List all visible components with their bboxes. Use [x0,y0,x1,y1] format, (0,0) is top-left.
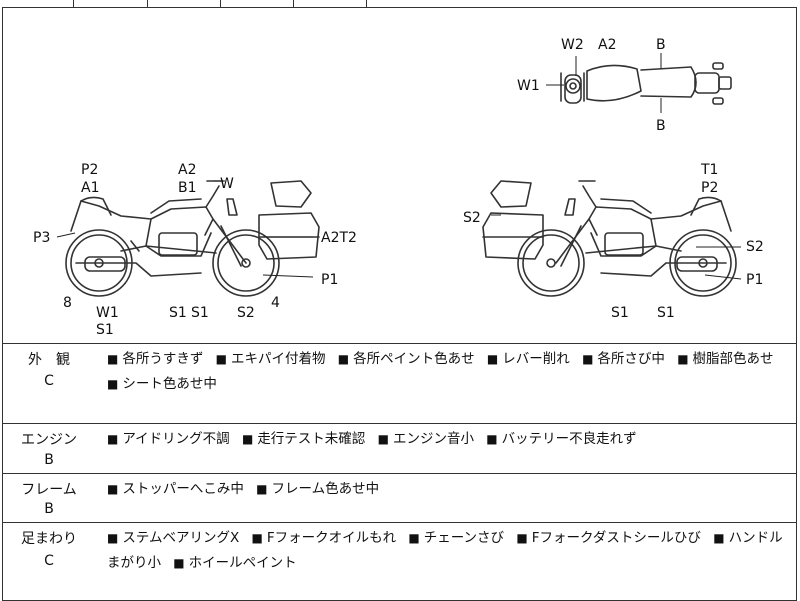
bullet-icon: ■ [516,531,528,545]
damage-diagram: W2 A2 B W1 B P2 A1 A2 B1 W P3 A2T2 P1 8 … [2,7,797,344]
list-item: フレーム色あせ中 [271,481,380,497]
list-item: アイドリング不調 [122,431,230,447]
list-item: ハンドルまがり小 [107,530,783,571]
row-items: ■ステムベアリングX ■Fフォークオイルもれ ■チェーンさび ■Fフォークダスト… [107,526,790,576]
label-left-s1-c: S1 [191,305,209,321]
bullet-icon: ■ [107,482,119,496]
label-left-w1: W1 [96,305,119,321]
row-grade: C [44,553,54,569]
bullet-icon: ■ [107,377,119,391]
row-category: エンジン [21,432,77,448]
bullet-icon: ■ [241,432,254,446]
bullet-icon: ■ [486,352,499,366]
list-item: 樹脂部色あせ [692,351,774,367]
label-left-4: 4 [271,295,280,311]
list-item: レバー削れ [502,351,570,367]
label-left-a2: A2 [178,162,196,178]
label-left-s2: S2 [237,305,255,321]
label-left-b1: B1 [178,180,197,196]
list-item: ホイールペイント [188,555,297,571]
bullet-icon: ■ [107,352,119,366]
label-top-a2: A2 [598,37,616,53]
label-right-s1-b: S1 [657,305,675,321]
row-exterior: 外 観 C ■各所うすきず ■エキパイ付着物 ■各所ペイント色あせ ■レバー削れ… [2,344,797,424]
bullet-icon: ■ [107,432,119,446]
diagram-labels: W2 A2 B W1 B P2 A1 A2 B1 W P3 A2T2 P1 8 … [33,37,764,338]
left-side-motorcycle [65,180,320,297]
strip-cell [293,0,367,7]
label-top-b-bottom: B [656,118,666,134]
row-category: フレーム [21,482,77,498]
label-left-w: W [220,176,234,192]
row-category: 足まわり [21,531,77,547]
bullet-icon: ■ [377,432,389,446]
label-top-w1: W1 [517,78,540,94]
label-right-p1: P1 [746,272,763,288]
row-items: ■アイドリング不調 ■走行テスト未確認 ■エンジン音小 ■バッテリー不良走れず [107,427,790,452]
label-left-s1-b: S1 [169,305,187,321]
label-left-p1: P1 [321,272,338,288]
bullet-icon: ■ [107,531,119,545]
right-side-motorcycle [482,180,737,297]
label-left-a2t2: A2T2 [321,230,357,246]
list-item: 各所さび中 [597,351,665,367]
row-category: 外 観 [28,352,70,368]
bullet-icon: ■ [215,352,227,366]
list-item: エキパイ付着物 [230,351,326,367]
bullet-icon: ■ [582,352,594,366]
label-right-t1: T1 [700,162,718,178]
strip-cell [73,0,148,7]
label-left-a1: A1 [81,180,99,196]
bullet-icon: ■ [408,531,420,545]
motorcycle-diagram-svg: W2 A2 B W1 B P2 A1 A2 B1 W P3 A2T2 P1 8 … [33,37,764,338]
row-grade: B [44,452,54,468]
bullet-icon: ■ [713,531,725,545]
row-items: ■ストッパーへこみ中 ■フレーム色あせ中 [107,477,790,502]
row-suspension: 足まわり C ■ステムベアリングX ■Fフォークオイルもれ ■チェーンさび ■F… [2,523,797,601]
leader-lines [56,53,742,280]
strip-cell [0,0,74,7]
label-left-p3: P3 [33,230,50,246]
top-view-motorcycle [560,62,732,105]
list-item: 走行テスト未確認 [257,431,366,447]
condition-rows: 外 観 C ■各所うすきず ■エキパイ付着物 ■各所ペイント色あせ ■レバー削れ… [2,344,797,601]
label-left-p2: P2 [81,162,98,178]
list-item: バッテリー不良走れず [501,431,637,447]
bullet-icon: ■ [256,482,268,496]
row-grade: B [44,501,54,517]
list-item: ストッパーへこみ中 [122,481,244,497]
label-right-s1-a: S1 [611,305,629,321]
label-right-s2-right: S2 [746,239,764,255]
bullet-icon: ■ [486,432,498,446]
bullet-icon: ■ [251,531,263,545]
list-item: ステムベアリングX [122,530,240,546]
label-top-b-top: B [656,37,666,53]
label-top-w2: W2 [561,37,584,53]
row-grade: C [44,373,54,389]
bullet-icon: ■ [337,352,350,366]
strip-cell [147,0,221,7]
list-item: エンジン音小 [392,431,474,447]
label-right-s2-left: S2 [463,210,481,226]
row-items: ■各所うすきず ■エキパイ付着物 ■各所ペイント色あせ ■レバー削れ ■各所さび… [107,347,790,397]
label-left-8: 8 [63,295,72,311]
list-item: Fフォークダストシールひび [531,530,701,546]
strip-cell [220,0,294,7]
bullet-icon: ■ [173,556,185,570]
list-item: 各所うすきず [122,351,204,367]
bullet-icon: ■ [677,352,689,366]
list-item: 各所ペイント色あせ [353,351,475,367]
label-left-s1-a: S1 [96,322,114,338]
label-right-p2: P2 [701,180,718,196]
list-item: シート色あせ中 [122,376,217,392]
list-item: Fフォークオイルもれ [266,530,397,546]
row-frame: フレーム B ■ストッパーへこみ中 ■フレーム色あせ中 [2,474,797,523]
row-engine: エンジン B ■アイドリング不調 ■走行テスト未確認 ■エンジン音小 ■バッテリ… [2,424,797,474]
list-item: チェーンさび [423,530,505,546]
top-table-strip [0,0,800,7]
